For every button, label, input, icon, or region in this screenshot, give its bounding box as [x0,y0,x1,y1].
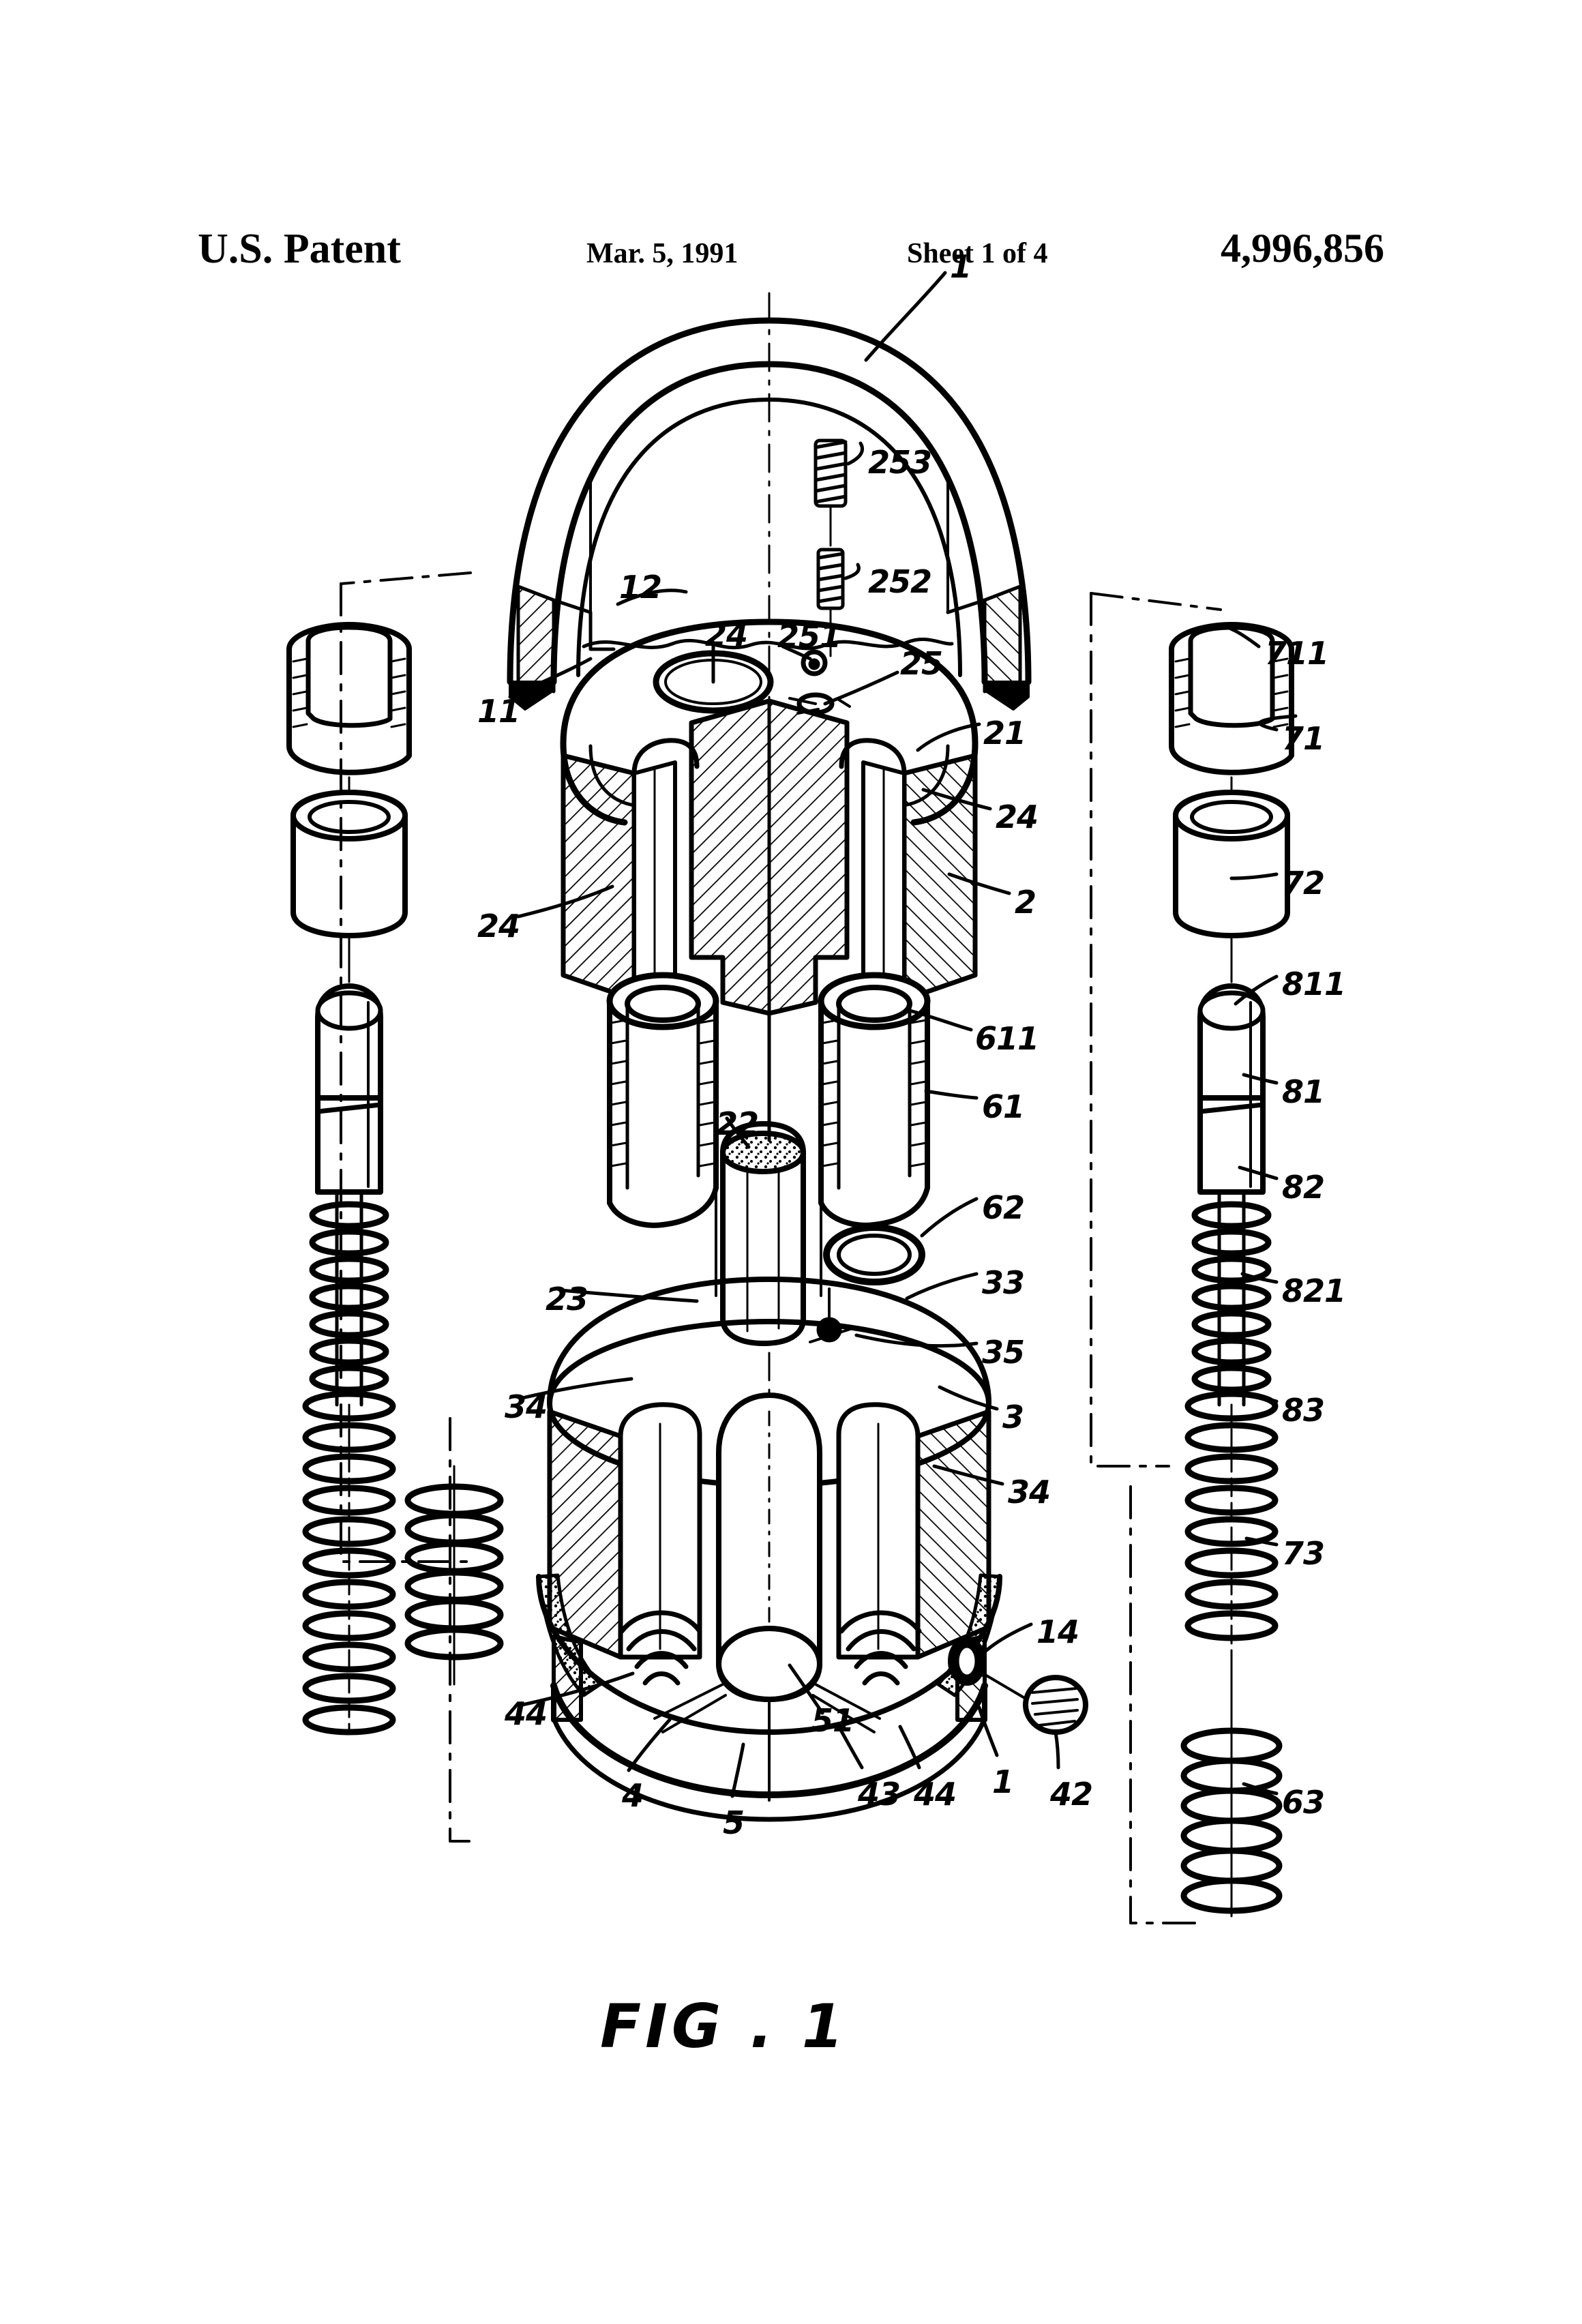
figure-caption: FIG . 1 [600,1991,848,2061]
reference-numeral-22-keyway-plug-core: 22 [716,1105,759,1142]
reference-numeral-14-housing-setscrew-hole: 14 [1036,1613,1079,1650]
reference-numeral-5-cam-plate: 5 [723,1804,745,1841]
reference-numeral-83-tumbler-spring: 83 [1282,1392,1325,1429]
reference-numeral-63-return-spring: 63 [1282,1784,1325,1821]
reference-numeral-811-pin-tip: 811 [1282,966,1346,1002]
reference-numeral-3-rotor: 3 [1002,1399,1024,1435]
reference-numeral-35-rotor-detent-ball: 35 [982,1334,1025,1371]
reference-numeral-1-outer-housing-ring: 1 [950,248,972,285]
reference-numeral-711-sleeve-slot: 711 [1265,635,1329,672]
reference-numeral-42-setscrew: 42 [1050,1776,1093,1813]
reference-numeral-611-bushing-slot: 611 [975,1020,1039,1057]
reference-numeral-44-base-spring-seat-right: 44 [914,1776,957,1813]
reference-numeral-1-housing-body: 1 [992,1763,1014,1800]
reference-numeral-25-detent-assembly: 25 [900,645,943,682]
reference-numeral-23-plug-rear-bore: 23 [546,1281,588,1317]
reference-numeral-51-cam-projection: 51 [811,1702,854,1739]
reference-numeral-34-rotor-chamber-right: 34 [1008,1474,1051,1510]
reference-numeral-61-upper-bushing: 61 [982,1088,1025,1125]
reference-numeral-4-base-plate: 4 [622,1777,644,1814]
reference-numeral-73-sleeve-spring: 73 [1282,1535,1325,1572]
sheet-number: Sheet 1 of 4 [907,238,1048,269]
patent-date: Mar. 5, 1991 [586,238,738,269]
reference-numeral-24-plug-bore-left: 24 [477,908,520,944]
reference-numeral-43-base-rim: 43 [858,1776,901,1813]
patent-office-title: U.S. Patent [198,226,401,272]
reference-numeral-251-ball-detent: 251 [777,618,841,655]
reference-numeral-44-base-spring-seat-left: 44 [505,1695,548,1732]
reference-numeral-252-upper-driver-pin: 252 [868,563,932,600]
reference-numeral-2-cylinder-plug: 2 [1015,884,1036,921]
reference-numeral-821-pin-stem: 821 [1282,1272,1346,1309]
reference-numeral-12-housing-shoulder: 12 [619,569,662,606]
reference-numeral-81-upper-tumbler-pin: 81 [1282,1073,1325,1110]
reference-numeral-253-upper-driver-spring: 253 [868,444,932,481]
reference-numeral-82-lower-tumbler-pin: 82 [1282,1169,1325,1206]
reference-numeral-33-rotor-bore: 33 [982,1264,1025,1301]
reference-numeral-71-outer-sleeve: 71 [1282,720,1325,757]
patent-header: U.S. Patent Mar. 5, 1991 Sheet 1 of 4 4,… [0,116,1582,272]
reference-numeral-62-lower-bushing: 62 [982,1189,1025,1226]
reference-numeral-24-plug-bore-right: 24 [996,799,1039,835]
reference-numeral-21-plug-head: 21 [983,715,1026,751]
reference-numeral-24-plug-bore-upper: 24 [705,616,748,653]
reference-numeral-72-inner-sleeve: 72 [1282,865,1325,902]
reference-numeral-34-rotor-chamber-left: 34 [505,1388,548,1425]
reference-numeral-11-housing-bore: 11 [477,693,520,730]
patent-number: 4,996,856 [1221,226,1384,271]
